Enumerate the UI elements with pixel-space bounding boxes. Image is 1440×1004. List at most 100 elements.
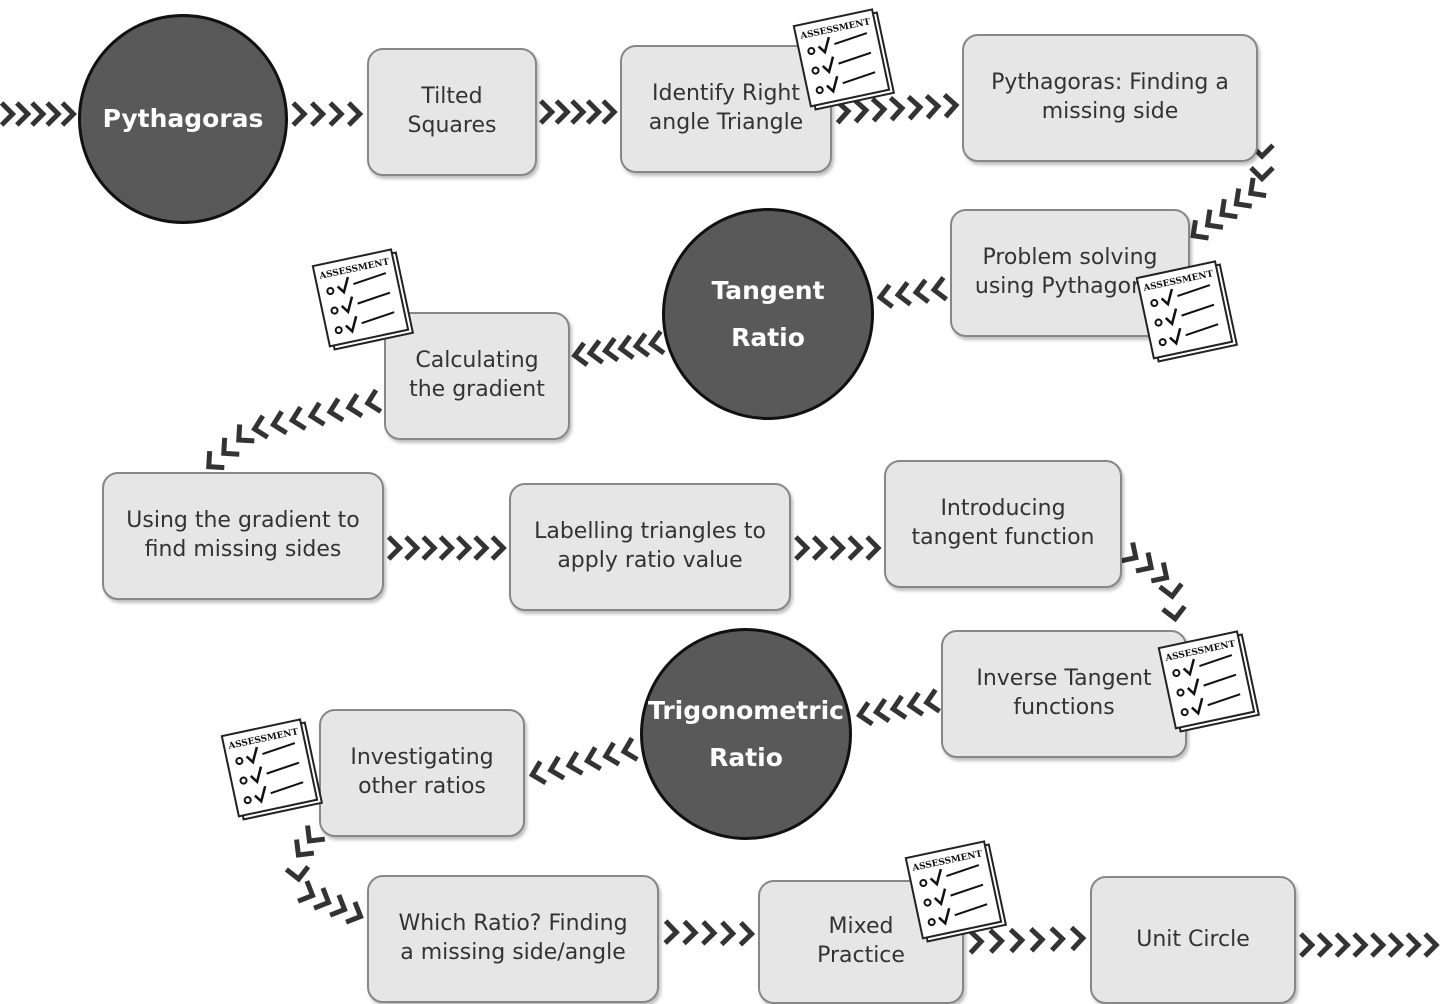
chevron-arrow xyxy=(221,437,240,457)
chevron-arrow xyxy=(528,760,547,785)
chevron-arrow xyxy=(284,865,311,883)
chevron-arrow xyxy=(647,329,666,356)
assessment-icon: ASSESSMENT xyxy=(219,715,328,824)
chevron-arrow xyxy=(906,94,924,121)
step-identify-right-angle-triangle: Identify Right angle Triangle xyxy=(620,45,832,173)
chevron-arrow xyxy=(539,99,556,125)
chevron-arrow xyxy=(719,920,737,947)
chevron-arrow xyxy=(1008,927,1026,954)
chevron-arrow xyxy=(329,894,348,918)
chevron-arrow xyxy=(1158,582,1184,600)
chevron-arrow xyxy=(794,535,811,561)
chevron-arrow xyxy=(583,746,602,771)
chevron-arrow xyxy=(1247,177,1267,199)
chevron-arrow xyxy=(912,278,930,304)
chevron-arrow xyxy=(305,825,326,844)
chevron-arrow xyxy=(307,401,326,427)
topic-pythagoras: Pythagoras xyxy=(78,14,288,224)
chevron-arrow xyxy=(1029,927,1046,953)
chevron-arrow xyxy=(294,839,315,858)
chevron-arrow xyxy=(1316,932,1334,958)
chevron-arrow xyxy=(236,424,255,444)
chevron-arrow xyxy=(288,405,307,431)
chevron-arrow xyxy=(632,332,651,358)
step-using-gradient-missing-sides: Using the gradient to find missing sides xyxy=(102,472,384,600)
chevron-arrow xyxy=(571,341,589,367)
chevron-arrow xyxy=(565,750,584,776)
chevron-arrow xyxy=(570,99,587,125)
chevron-arrow xyxy=(326,397,345,423)
topic-tangent-ratio: Tangent Ratio xyxy=(662,208,874,420)
chevron-arrow xyxy=(386,535,404,561)
chevron-arrow xyxy=(682,919,699,946)
chevron-arrow xyxy=(701,920,718,946)
chevron-arrow xyxy=(404,535,421,561)
assessment-icon: ASSESSMENT xyxy=(791,5,900,114)
chevron-arrow xyxy=(1387,932,1405,958)
step-calculating-gradient: Calculating the gradient xyxy=(384,312,570,440)
assessment-icon: ASSESSMENT xyxy=(1134,257,1243,366)
chevron-arrow xyxy=(968,929,985,955)
chevron-arrow xyxy=(1423,932,1440,958)
chevron-arrow xyxy=(889,694,908,720)
chevron-arrow xyxy=(1370,932,1387,958)
chevron-arrow xyxy=(586,339,605,365)
chevron-arrow xyxy=(1049,926,1067,952)
chevron-arrow xyxy=(346,101,364,127)
step-introducing-tangent-function: Introducing tangent function xyxy=(884,460,1122,588)
chevron-arrow xyxy=(438,535,456,561)
chevron-arrow xyxy=(547,755,566,781)
chevron-arrow xyxy=(0,101,17,127)
step-investigating-other-ratios: Investigating other ratios xyxy=(319,709,525,837)
chevron-arrow xyxy=(738,920,756,947)
step-unit-circle: Unit Circle xyxy=(1090,876,1296,1004)
chevron-arrow xyxy=(617,334,635,360)
chevron-arrow xyxy=(309,101,327,127)
chevron-arrow xyxy=(1161,604,1187,623)
chevron-arrow xyxy=(60,101,77,127)
chevron-arrow xyxy=(856,701,874,727)
chevron-arrow xyxy=(1233,188,1253,209)
chevron-arrow xyxy=(924,93,942,120)
assessment-icon: ASSESSMENT xyxy=(903,837,1012,946)
chevron-arrow xyxy=(328,101,345,127)
chevron-arrow xyxy=(456,535,473,561)
chevron-arrow xyxy=(888,95,906,122)
chevron-arrow xyxy=(313,887,332,911)
chevron-arrow xyxy=(490,535,507,561)
chevron-arrow xyxy=(811,535,829,561)
chevron-arrow xyxy=(847,535,864,561)
chevron-arrow xyxy=(421,535,438,561)
topic-trigonometric-ratio: Trigonometric Ratio xyxy=(640,628,852,840)
chevron-arrow xyxy=(1190,219,1209,241)
chevron-arrow xyxy=(269,410,288,436)
chevron-arrow xyxy=(1299,932,1316,958)
step-labelling-triangles: Labelling triangles to apply ratio value xyxy=(509,483,791,611)
chevron-arrow xyxy=(45,101,62,127)
chevron-arrow xyxy=(1069,925,1087,952)
chevron-arrow xyxy=(1405,932,1422,958)
chevron-arrow xyxy=(585,99,603,125)
chevron-arrow xyxy=(601,336,620,363)
chevron-arrow xyxy=(942,92,960,119)
chevron-arrow xyxy=(30,101,47,127)
chevron-arrow xyxy=(473,535,490,561)
assessment-icon: ASSESSMENT xyxy=(1156,627,1265,736)
chevron-arrow xyxy=(1150,561,1170,584)
chevron-arrow xyxy=(345,901,364,925)
chevron-arrow xyxy=(364,388,383,414)
chevron-arrow xyxy=(872,697,891,723)
step-which-ratio: Which Ratio? Finding a missing side/angl… xyxy=(367,875,659,1003)
chevron-arrow xyxy=(988,928,1006,954)
step-pythagoras-finding-missing-side: Pythagoras: Finding a missing side xyxy=(962,34,1258,162)
chevron-arrow xyxy=(1120,541,1139,564)
chevron-arrow xyxy=(894,281,912,307)
chevron-arrow xyxy=(601,99,618,125)
chevron-arrow xyxy=(1219,198,1238,220)
chevron-arrow xyxy=(865,535,882,561)
chevron-arrow xyxy=(1204,209,1224,230)
assessment-icon: ASSESSMENT xyxy=(310,245,419,354)
chevron-arrow xyxy=(602,741,621,767)
chevron-arrow xyxy=(923,688,941,714)
